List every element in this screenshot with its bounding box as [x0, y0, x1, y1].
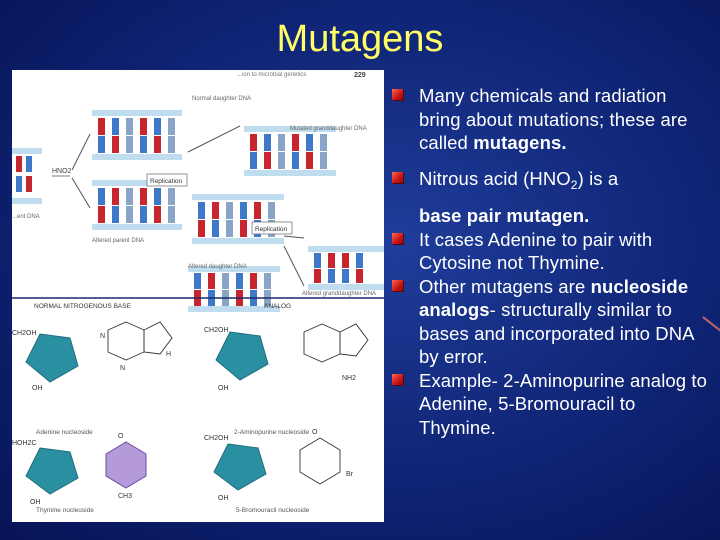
altered-daughter-dna-right [192, 194, 284, 244]
svg-text:N: N [100, 333, 105, 340]
mutated-granddaughter-label-top: Mutated granddaughter DNA [290, 126, 367, 132]
figure-panel: ...ion to microbial genetics 229 HNO2 ..… [12, 70, 384, 522]
replication-label-2: Replication [255, 226, 288, 233]
svg-text:CH3: CH3 [118, 493, 132, 500]
hno2-label: HNO2 [52, 168, 72, 175]
bullet-nitrous-acid-continued: base pair mutagen. [419, 205, 590, 226]
thymine-caption: Thymine nucleoside [36, 507, 94, 514]
svg-text:HOH2C: HOH2C [12, 440, 37, 447]
bullet-example: Example- 2-Aminopurine analog to Adenine… [392, 369, 712, 440]
bullet-marker-icon [392, 171, 403, 183]
svg-text:CH2OH: CH2OH [204, 435, 229, 442]
bullet-marker-icon [392, 89, 403, 100]
aminopurine-nucleoside: CH2OH OH NH2 2-Aminopurine nucleoside [204, 323, 369, 436]
svg-text:OH: OH [32, 385, 43, 392]
altered-granddaughter-dna [308, 246, 384, 290]
adenine-nucleoside: CH2OH OH N N H Adenine nucleoside [12, 321, 173, 436]
bullet-marker-icon [392, 279, 403, 291]
svg-text:OH: OH [218, 385, 229, 392]
svg-text:N: N [120, 365, 125, 372]
mutagen-diagram: ...ion to microbial genetics 229 HNO2 ..… [12, 72, 384, 514]
altered-granddaughter-label: Altered granddaughter DNA [302, 291, 376, 297]
svg-text:OH: OH [30, 499, 41, 506]
bullet-adenine-cytosine: It cases Adenine to pair with Cytosine n… [392, 228, 712, 275]
svg-text:H: H [166, 351, 171, 358]
altered-parent-left-label: ...ent DNA [12, 214, 40, 220]
bullet-nitrous-acid: Nitrous acid (HNO2) is a [392, 167, 712, 191]
bullet-marker-icon [392, 373, 403, 385]
page-number: 229 [354, 72, 366, 79]
bullet-list: Many chemicals and radiation bring about… [392, 84, 712, 439]
normal-daughter-label: Normal daughter DNA [192, 96, 251, 102]
mutated-granddaughter-dna-top [244, 126, 336, 176]
bromouracil-nucleoside: CH2OH OH O Br 5-Bromouracil nucleoside [204, 429, 354, 514]
altered-parent-label: Altered parent DNA [92, 238, 144, 244]
bromouracil-caption: 5-Bromouracil nucleoside [236, 507, 310, 514]
figure-header: ...ion to microbial genetics [237, 72, 306, 78]
aminopurine-caption: 2-Aminopurine nucleoside [234, 429, 310, 436]
altered-parent-dna [92, 180, 182, 230]
svg-text:CH2OH: CH2OH [204, 327, 229, 334]
parent-dna-left [12, 148, 42, 204]
bullet-nucleoside-analogs: Other mutagens are nucleoside analogs- s… [392, 275, 712, 369]
svg-text:OH: OH [218, 495, 229, 502]
svg-text:O: O [312, 429, 318, 436]
svg-text:O: O [118, 433, 124, 440]
svg-text:CH2OH: CH2OH [12, 330, 37, 337]
altered-daughter-label: Altered daughter DNA [188, 264, 247, 270]
thymine-nucleoside: HOH2C OH O CH3 Thymine nucleoside [12, 433, 147, 514]
svg-text:NH2: NH2 [342, 375, 356, 382]
adenine-caption: Adenine nucleoside [36, 429, 93, 436]
svg-text:Br: Br [346, 471, 354, 478]
normal-daughter-dna [92, 110, 182, 160]
slide-title: Mutagens [276, 18, 444, 60]
bullet-marker-icon [392, 232, 403, 244]
bullet-mutagens: Many chemicals and radiation bring about… [392, 84, 712, 155]
replication-label-1: Replication [150, 178, 183, 185]
analog-heading: ANALOG [264, 303, 291, 310]
normal-base-heading: NORMAL NITROGENOUS BASE [34, 303, 132, 310]
